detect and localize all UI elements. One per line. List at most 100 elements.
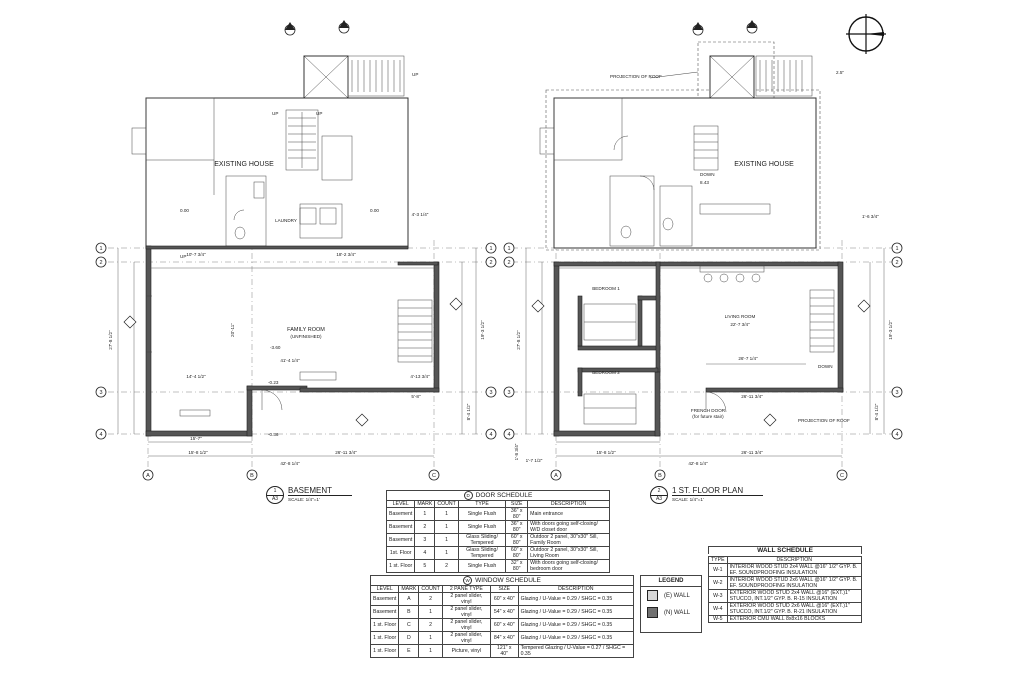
first-floor-dimension-lines [525,248,885,457]
schedule-header-cell: 2 PANE TYPE [441,585,491,593]
projection-of-roof-label: PROJECTION OF ROOF [798,418,850,423]
room-label-existing-house: EXISTING HOUSE [734,161,794,168]
schedule-cell: 1 st. Floor [369,644,400,658]
north-arrow-icon [846,14,886,54]
plan-title-text: BASEMENT [288,486,353,496]
schedule-cell: Basement [385,533,416,547]
dimension-label: 4'-13 3/4" [410,374,430,379]
room-label-existing-house: EXISTING HOUSE [214,161,274,168]
svg-text:1: 1 [489,246,492,252]
schedule-cell: Main entrance [527,507,610,521]
schedule-cell: 54" x 40" [489,605,519,619]
stair-down-label: DOWN [700,172,715,177]
schedule-cell: 3 [414,533,436,547]
dimension-label: 1'-8 3/4" [514,443,519,460]
dimension-label: 18'-2 3/4" [336,252,356,257]
svg-text:1: 1 [507,246,510,252]
schedule-cell: 2 panel slider, vinyl [441,605,491,619]
schedule-cell: 60" x 40" [489,592,519,606]
schedule-cell: Tempered Glazing / U-Value = 0.27 / SHGC… [517,644,635,658]
basement-openings [146,295,337,417]
schedule-cell: Glazing / U-Value = 0.29 / SHGC = 0.35 [517,631,635,645]
stair-down-label: DOWN [818,364,833,369]
schedule-header-cell: DESCRIPTION [726,556,863,564]
elevation-marker: -3.60 [270,345,281,350]
schedule-cell: Basement [385,507,416,521]
first-floor-new-walls [553,261,844,437]
schedule-cell: 1 [418,605,443,619]
section-marker-icon [531,20,871,427]
schedule-cell: INTERIOR WOOD STUD 2x6 WALL @16" 1/2" GY… [726,576,863,590]
dimension-label: 4'-3 1/4" [412,212,429,217]
dimension-label: 27'-8 1/2" [516,330,521,350]
schedule-cell: With doors going self-closing/ W/D close… [527,520,610,534]
schedule-cell: 2 [418,592,443,606]
first-floor-grid-bubbles [503,242,903,481]
room-label-living-room: LIVING ROOM [725,314,756,319]
schedule-cell: D [398,631,420,645]
dimension-label: 27'-8 1/2" [108,330,113,350]
svg-text:3: 3 [895,390,898,396]
legend-existing-wall: (E) WALL [641,587,701,604]
first-floor-grid-bubble-labels: 1 2 3 4 1 2 3 4 A B C [507,246,898,479]
schedule-cell: Basement [385,520,416,534]
french-door-label: FRENCH DOOR [691,408,726,413]
elevation-marker: 0.00 [180,208,189,213]
schedule-header-cell: DESCRIPTION [527,500,610,508]
schedule-cell: Basement [369,592,400,606]
first-floor-existing-house [539,41,821,251]
dimension-label: 8'-4 1/2" [466,403,471,420]
room-label-laundry: LAUNDRY [275,218,297,223]
basement-grid-bubble-labels: 1 2 3 4 1 2 3 4 A B C [99,246,492,479]
schedule-cell: 60" x 80" [505,546,529,560]
schedule-cell: 2 panel slider, vinyl [441,592,491,606]
schedule-cell: 1 st. Floor [369,618,400,632]
first-floor-furniture [583,265,835,425]
schedule-cell: W-5 [708,615,728,623]
svg-text:4: 4 [507,432,510,438]
svg-text:4: 4 [489,432,492,438]
first-floor-plan: 1 2 3 4 1 2 3 4 A B C EXISTING HOUSE BED… [503,20,903,481]
schedule-cell: 2 [434,559,459,573]
schedule-cell: Glass Sliding/ Tempered [457,533,507,547]
dimension-label: 8'-4 1/2" [874,403,879,420]
section-marker-icon [123,20,463,427]
dimension-label: 20'-11" [230,323,235,337]
svg-text:2: 2 [489,260,492,266]
svg-text:2: 2 [895,260,898,266]
schedule-header-cell: LEVEL [369,585,400,593]
slope-label: 2.5" [836,70,844,75]
svg-text:C: C [840,473,844,479]
dimension-label: 10'-7 3/4" [186,252,206,257]
schedule-cell: 60" x 80" [505,533,529,547]
stair-up-label: UP [316,111,322,116]
svg-text:B: B [658,473,662,479]
schedule-cell: With doors going self-closing/ bedroom d… [527,559,610,573]
schedule-cell: EXTERIOR WOOD STUD 2x6 WALL @16" (EXT.)1… [726,602,863,616]
projection-of-roof-label: PROJECTION OF ROOF [610,74,662,79]
elevation-marker: -0.23 [268,380,279,385]
stair-up-label: UP [180,254,186,259]
schedule-cell: 5 [414,559,436,573]
schedule-header-cell: MARK [398,585,420,593]
schedule-cell: Outdoor 2 panel, 30"x30" Sill, Living Ro… [527,546,610,560]
elevation-marker: 0.00 [370,208,379,213]
existing-wall-swatch [647,590,658,601]
schedule-cell: 1 st. Floor [369,631,400,645]
stair-up-label: UP [272,111,278,116]
